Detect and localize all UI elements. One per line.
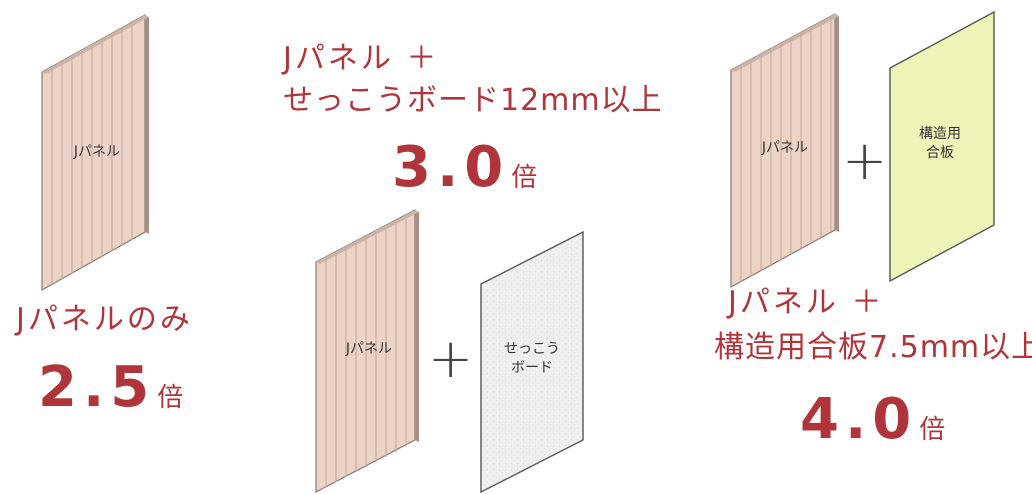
plus-icon-b: +: [428, 327, 474, 390]
option-b-multiplier: 3.0倍: [392, 140, 537, 196]
gypsum-label-line2: ボード: [511, 359, 553, 376]
option-c-value: 4.0: [800, 387, 918, 452]
jpanel-b-label: Jパネル: [345, 341, 393, 357]
jpanel-c-label: Jパネル: [761, 140, 809, 156]
option-a-caption: Jパネルのみ: [16, 302, 193, 337]
option-b-caption-line1: Jパネル ＋: [283, 41, 440, 76]
option-c-multiplier: 4.0倍: [800, 392, 945, 448]
plywood-board: [889, 10, 995, 283]
option-a-unit: 倍: [157, 383, 184, 413]
jpanel-a-label: Jパネル: [73, 144, 121, 160]
jpanel-a: [41, 13, 149, 292]
gypsum-board-label: せっこう ボード: [496, 340, 568, 378]
gypsum-board: [480, 230, 584, 494]
plywood-label-line2: 合板: [926, 144, 954, 161]
plywood-board-label: 構造用 合板: [904, 125, 976, 163]
plus-icon-c: +: [842, 129, 888, 192]
option-a-value: 2.5: [38, 355, 156, 420]
gypsum-label-line1: せっこう: [504, 341, 560, 357]
option-b-value: 3.0: [392, 135, 510, 200]
option-c-caption-line1: Jパネル ＋: [728, 285, 885, 320]
option-c-caption-line2: 構造用合板7.5mm以上: [714, 330, 1032, 365]
option-b-unit: 倍: [511, 163, 538, 193]
jpanel-c: [730, 12, 839, 289]
option-a-multiplier: 2.5倍: [38, 360, 183, 416]
jpanel-b: [315, 209, 419, 493]
option-c-unit: 倍: [919, 415, 946, 445]
option-b-caption-line2: せっこうボード12mm以上: [283, 83, 663, 118]
plywood-label-line1: 構造用: [919, 126, 961, 142]
